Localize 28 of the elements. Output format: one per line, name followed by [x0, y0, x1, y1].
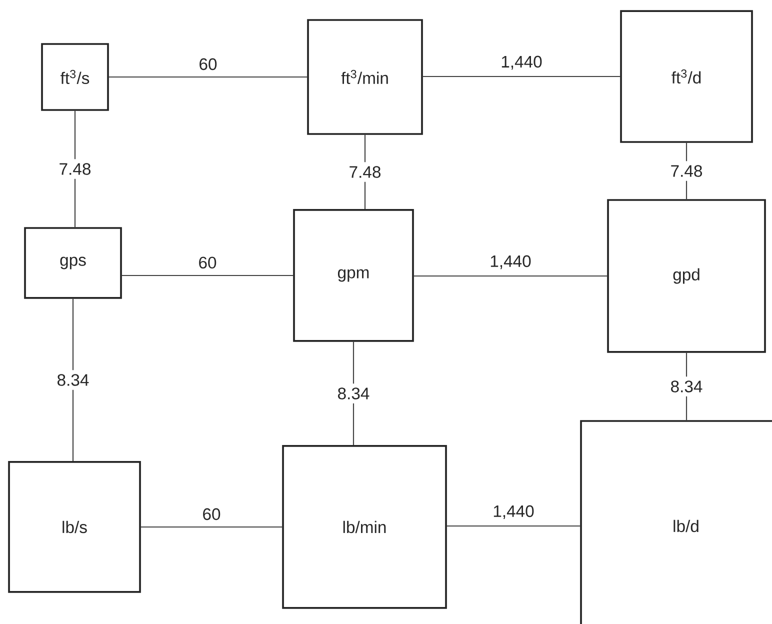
unit-box: gpm	[293, 209, 414, 342]
edge-label: 60	[203, 508, 220, 520]
edge-label: 7.48	[344, 162, 386, 182]
connector-line	[108, 76, 308, 78]
unit-box: ft$^{3}$/min	[307, 19, 423, 135]
connector-line	[422, 76, 620, 78]
edge-label: 8.34	[666, 376, 707, 396]
connector-line	[414, 275, 608, 277]
unit-box: ft$^{3}$/d	[620, 10, 753, 143]
edge-label: 7.48	[666, 161, 707, 181]
edge-label: 8.34	[333, 384, 374, 404]
edge-label: 1,440	[502, 56, 542, 70]
unit-box: gps	[24, 227, 122, 299]
unit-box: lb/min	[282, 445, 447, 609]
edge-label: 1,440	[494, 505, 534, 520]
connector-line	[140, 526, 282, 528]
connector-line	[72, 298, 74, 462]
unit-box: gpd	[607, 199, 766, 353]
edge-label: 7.48	[54, 159, 96, 179]
edge-label: 1,440	[490, 255, 531, 270]
connector-line	[122, 274, 294, 276]
unit-box: ft$^{3}$/s	[41, 43, 109, 111]
edge-label: 60	[200, 58, 217, 70]
unit-box: lb/d	[580, 420, 772, 624]
unit-box: lb/s	[8, 461, 141, 593]
edge-label: 8.34	[52, 370, 94, 390]
connector-line	[446, 525, 580, 527]
edge-label: 60	[199, 256, 216, 269]
